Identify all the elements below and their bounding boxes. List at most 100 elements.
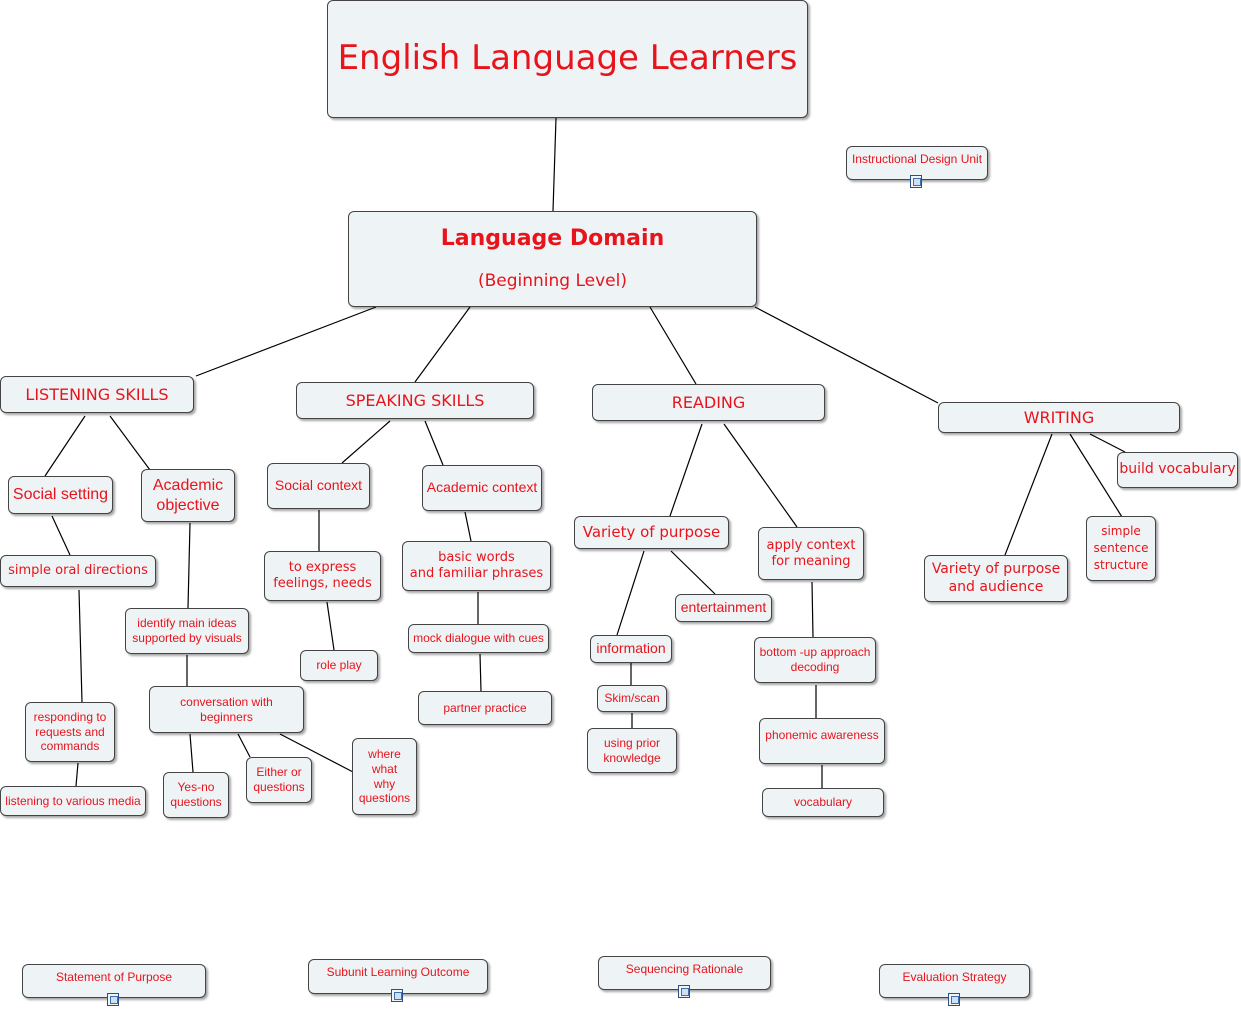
academic-context-node[interactable]: Academic context [422, 465, 542, 511]
identify-main-ideas-node[interactable]: identify main ideas supported by visuals [125, 608, 249, 654]
language-domain-node[interactable]: Language Domain (Beginning Level) [348, 211, 757, 307]
academic-objective-node[interactable]: Academic objective [141, 469, 235, 522]
conversation-node[interactable]: conversation with beginners [149, 686, 304, 733]
edge [464, 511, 472, 542]
simple-sentence-node[interactable]: simple sentence structure [1086, 516, 1156, 581]
phonemic-awareness-label: phonemic awareness [765, 727, 879, 742]
edge [616, 550, 645, 636]
writing-variety-node[interactable]: Variety of purpose and audience [924, 555, 1068, 602]
build-vocabulary-node[interactable]: build vocabulary [1117, 452, 1238, 488]
reading-label: READING [671, 392, 746, 412]
writing-variety-label: Variety of purpose and audience [931, 561, 1061, 595]
social-context-node[interactable]: Social context [267, 463, 370, 509]
edge [669, 423, 703, 517]
listening-skills-node[interactable]: LISTENING SKILLS [0, 376, 194, 413]
express-feelings-node[interactable]: to express feelings, needs [264, 551, 381, 601]
writing-node[interactable]: WRITING [938, 402, 1180, 433]
edge [723, 423, 798, 528]
information-node[interactable]: information [590, 635, 672, 663]
partner-practice-node[interactable]: partner practice [418, 691, 552, 725]
edge [237, 733, 251, 758]
edge [1089, 433, 1126, 453]
wh-questions-node[interactable]: where what why questions [352, 738, 417, 815]
root-node[interactable]: English Language Learners [327, 0, 808, 118]
statement-of-purpose-label: Statement of Purpose [55, 970, 173, 984]
social-setting-label: Social setting [12, 486, 109, 504]
either-or-node[interactable]: Either or questions [246, 757, 312, 803]
edge [78, 589, 83, 703]
edge [341, 420, 391, 464]
skim-scan-label: Skim/scan [604, 691, 660, 706]
reading-variety-label: Variety of purpose [582, 523, 721, 542]
edge [479, 653, 482, 692]
basic-words-node[interactable]: basic words and familiar phrases [402, 541, 551, 591]
instructional-design-unit-node[interactable]: Instructional Design Unit [846, 146, 988, 188]
language-domain-title: Language Domain [440, 226, 665, 252]
document-icon[interactable] [910, 175, 922, 188]
document-icon[interactable] [391, 989, 403, 1002]
build-vocabulary-label: build vocabulary [1119, 461, 1236, 478]
edge [424, 420, 444, 466]
subunit-learning-outcome-label: Subunit Learning Outcome [326, 965, 470, 979]
conversation-label: conversation with beginners [180, 694, 273, 724]
edge [1069, 433, 1123, 518]
phonemic-awareness-node[interactable]: phonemic awareness [759, 718, 885, 764]
role-play-node[interactable]: role play [300, 650, 378, 681]
edge [811, 581, 814, 638]
sequencing-rationale-label: Sequencing Rationale [625, 962, 744, 976]
information-label: information [596, 640, 666, 657]
sequencing-rationale-node[interactable]: Sequencing Rationale [598, 956, 771, 998]
vocabulary-node[interactable]: vocabulary [762, 788, 884, 817]
writing-label: WRITING [1023, 407, 1095, 427]
simple-oral-directions-label: simple oral directions [8, 563, 148, 579]
edge [75, 762, 79, 787]
responding-node[interactable]: responding to requests and commands [25, 702, 115, 762]
academic-context-label: Academic context [426, 479, 538, 496]
edge [195, 306, 377, 377]
entertainment-label: entertainment [680, 599, 767, 616]
edge [1004, 433, 1053, 556]
simple-sentence-label: simple sentence structure [1093, 524, 1149, 572]
bottom-up-label: bottom -up approach decoding [759, 645, 871, 674]
social-context-label: Social context [274, 477, 363, 494]
evaluation-strategy-label: Evaluation Strategy [902, 970, 1007, 984]
mock-dialogue-label: mock dialogue with cues [413, 631, 544, 646]
edge [326, 601, 335, 651]
evaluation-strategy-node[interactable]: Evaluation Strategy [879, 964, 1030, 1006]
entertainment-node[interactable]: entertainment [675, 594, 772, 622]
role-play-label: role play [316, 658, 362, 673]
document-icon[interactable] [107, 993, 119, 1006]
subunit-learning-outcome-node[interactable]: Subunit Learning Outcome [308, 959, 488, 1002]
edge [109, 415, 151, 471]
simple-oral-directions-node[interactable]: simple oral directions [0, 555, 156, 587]
responding-label: responding to requests and commands [33, 710, 107, 754]
document-icon[interactable] [947, 993, 960, 1006]
academic-objective-label: Academic objective [152, 476, 224, 514]
skim-scan-node[interactable]: Skim/scan [597, 685, 667, 712]
identify-main-ideas-label: identify main ideas supported by visuals [132, 616, 242, 645]
reading-variety-node[interactable]: Variety of purpose [574, 516, 729, 549]
prior-knowledge-label: using prior knowledge [603, 735, 661, 765]
speaking-skills-label: SPEAKING SKILLS [345, 390, 485, 410]
reading-node[interactable]: READING [592, 384, 825, 421]
edge [189, 733, 194, 773]
wh-questions-label: where what why questions [358, 747, 411, 806]
bottom-up-node[interactable]: bottom -up approach decoding [754, 637, 876, 683]
statement-of-purpose-node[interactable]: Statement of Purpose [22, 964, 206, 1006]
document-icon[interactable] [677, 985, 690, 998]
speaking-skills-node[interactable]: SPEAKING SKILLS [296, 382, 534, 419]
prior-knowledge-node[interactable]: using prior knowledge [587, 728, 677, 773]
edge [51, 515, 71, 556]
edge [187, 522, 191, 609]
listening-media-label: listening to various media [5, 793, 141, 808]
edge [279, 733, 354, 773]
language-domain-subtitle: (Beginning Level) [477, 271, 627, 292]
social-setting-node[interactable]: Social setting [8, 476, 113, 514]
edge [552, 117, 557, 212]
listening-media-node[interactable]: listening to various media [0, 786, 146, 816]
yes-no-node[interactable]: Yes-no questions [163, 772, 229, 818]
edge [670, 550, 716, 595]
mock-dialogue-node[interactable]: mock dialogue with cues [408, 624, 549, 653]
edge [754, 306, 939, 404]
apply-context-node[interactable]: apply context for meaning [758, 527, 864, 580]
